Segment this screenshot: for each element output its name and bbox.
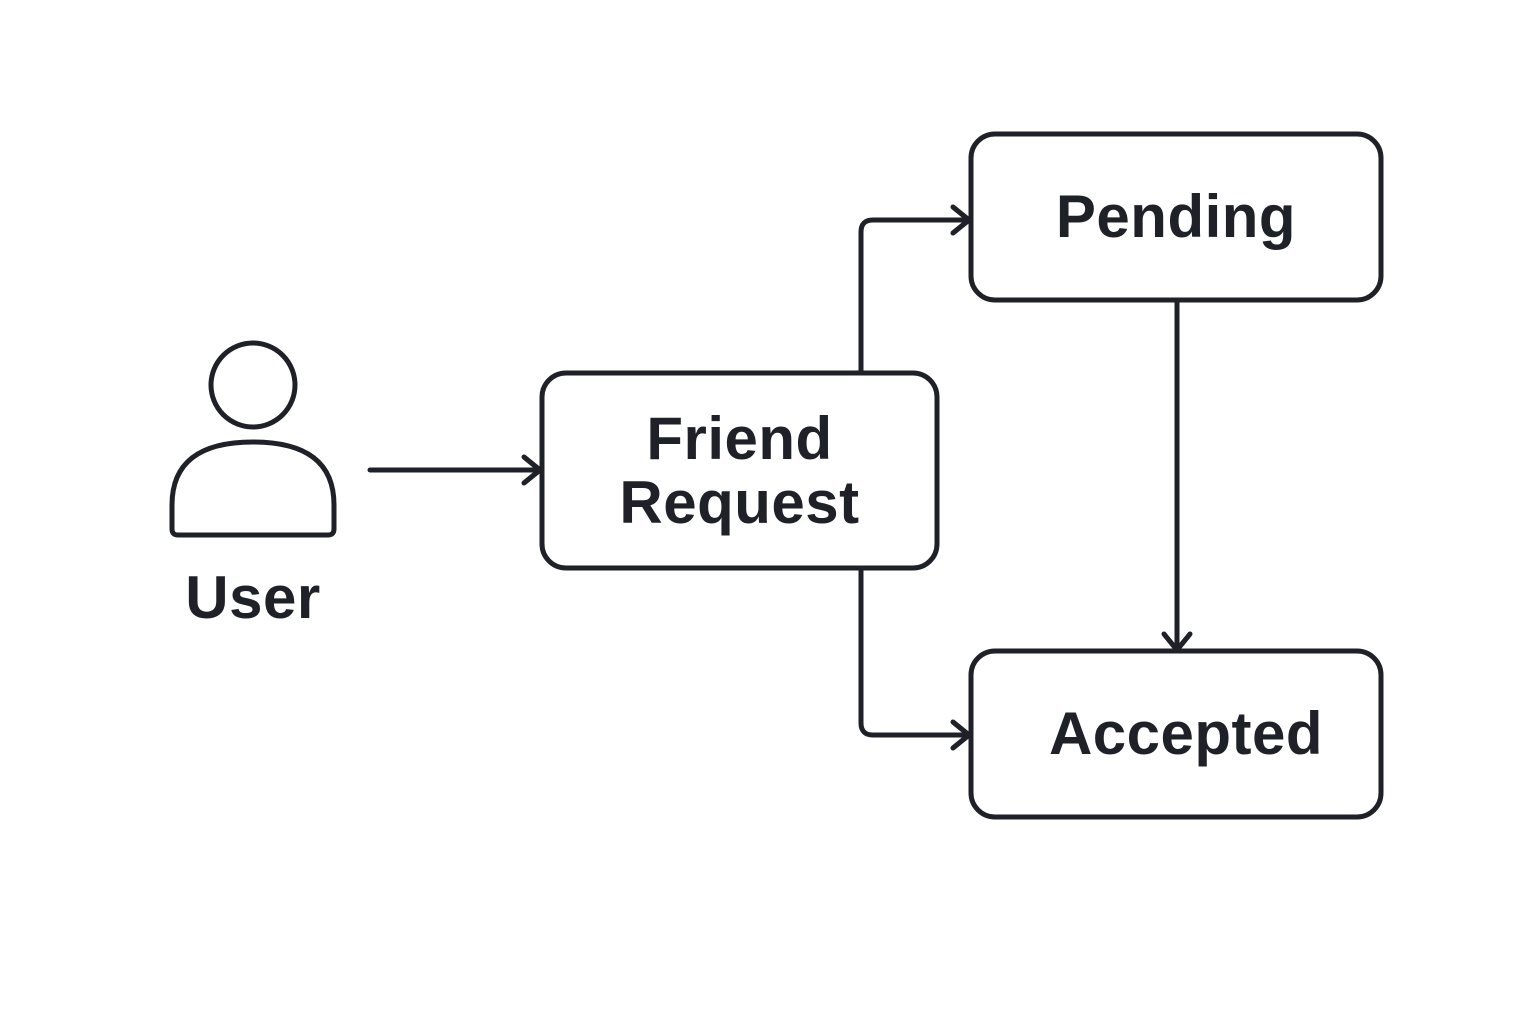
friend-request-label-line1: Friend <box>646 405 833 472</box>
edge-friend-request-to-pending <box>858 204 972 375</box>
edge-friend-request-to-accepted <box>858 567 972 751</box>
friend-request-box <box>539 370 940 571</box>
user-body <box>169 439 337 538</box>
user-head <box>208 340 298 430</box>
friend-request-label: Friend Request <box>542 407 937 535</box>
friend-request-label-line2: Request <box>619 469 860 536</box>
accepted-label: Accepted <box>1048 700 1324 767</box>
user-label: User <box>185 564 321 631</box>
user-icon <box>169 340 337 538</box>
edge-pending-to-accepted <box>1161 299 1193 653</box>
pending-label: Pending <box>1055 183 1297 250</box>
pending-box <box>968 131 1384 303</box>
accepted-box <box>968 648 1384 820</box>
edge-user-to-friend-request <box>367 454 543 486</box>
